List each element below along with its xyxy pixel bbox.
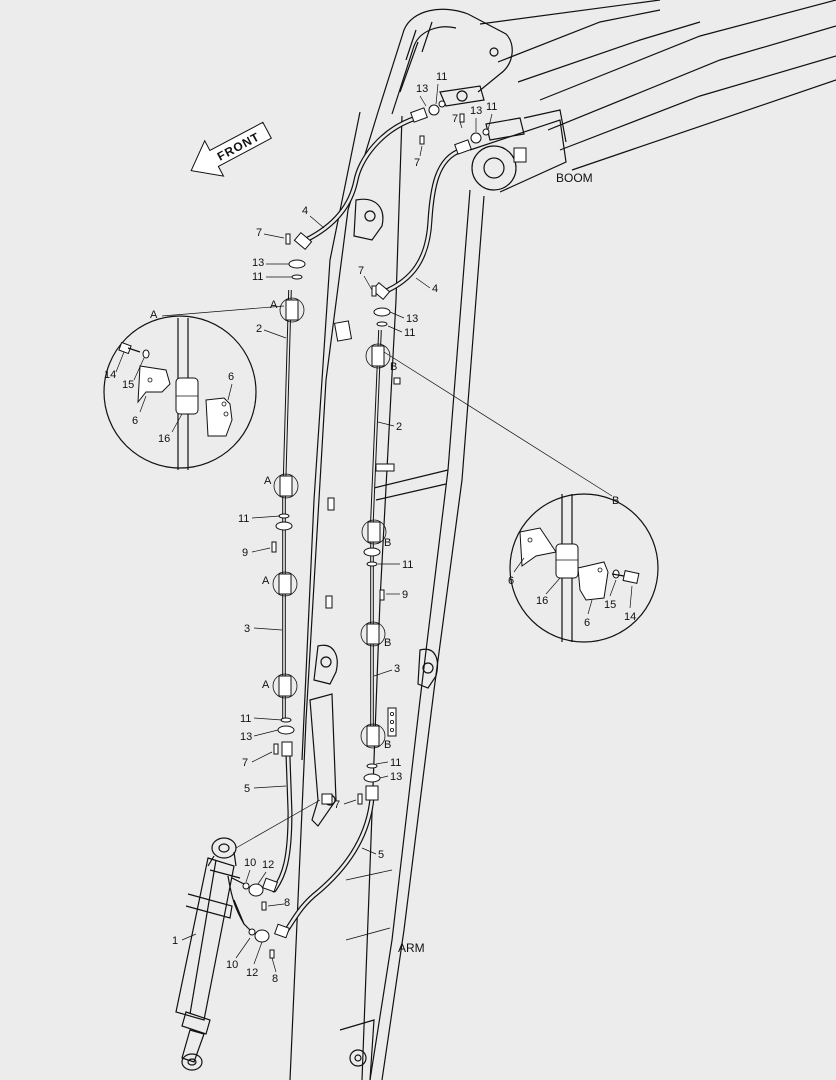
callout-4-right: 4 [432, 283, 438, 295]
callout-1: 1 [172, 935, 178, 947]
callout-13-f: 13 [390, 771, 402, 783]
cylinder-leader [235, 799, 321, 849]
callout-7-f: 7 [334, 799, 340, 811]
callout-a-2: A [264, 475, 272, 487]
detail-a: A 14 15 6 6 16 [103, 305, 285, 470]
callout-7-e: 7 [242, 757, 248, 769]
detail-a-clamp-6-left: 6 [132, 415, 138, 427]
callout-11-h: 11 [390, 757, 401, 769]
callout-13-c: 13 [416, 83, 428, 95]
detail-a-washer-15: 15 [122, 379, 134, 391]
callout-5-left: 5 [244, 783, 250, 795]
callout-9-right: 9 [402, 589, 408, 601]
callout-11-a: 11 [252, 271, 263, 283]
bolts [261, 113, 465, 959]
hoses [271, 115, 465, 937]
arm-label: ARM [398, 941, 425, 955]
callout-11-c: 11 [436, 71, 447, 83]
boom-structure [377, 0, 836, 193]
callout-7-b: 7 [358, 265, 364, 277]
callout-4-left: 4 [302, 205, 308, 217]
arm-structure [289, 111, 485, 1080]
detail-b-letter: B [612, 495, 619, 507]
detail-b-clamp-6-right: 6 [584, 617, 590, 629]
detail-a-clamp-6-right: 6 [228, 371, 234, 383]
callout-8-b: 8 [272, 973, 278, 985]
callout-12-top: 12 [262, 859, 274, 871]
callout-13-a: 13 [252, 257, 264, 269]
callouts: 1 2 2 3 3 4 4 5 5 7 7 7 7 7 [172, 71, 497, 985]
detail-b-cushion-16: 16 [536, 595, 548, 607]
pipe-clamps [272, 297, 391, 749]
callout-b-4: B [384, 739, 391, 751]
callout-b-3: B [384, 637, 391, 649]
callout-11-f: 11 [402, 559, 413, 571]
detail-a-letter: A [150, 309, 158, 321]
detail-a-cushion-16: 16 [158, 433, 170, 445]
callout-5-right: 5 [378, 849, 384, 861]
callout-3-left: 3 [244, 623, 250, 635]
detail-b-bolt-14: 14 [624, 611, 636, 623]
callout-a-1: A [270, 299, 278, 311]
callout-3-right: 3 [394, 663, 400, 675]
callout-7-c: 7 [452, 113, 458, 125]
callout-12-bottom: 12 [246, 967, 258, 979]
callout-13-d: 13 [470, 105, 482, 117]
callout-b-2: B [384, 537, 391, 549]
detail-b: B 6 16 6 15 14 [383, 351, 659, 643]
callout-10-bottom: 10 [226, 959, 238, 971]
callout-2-left: 2 [256, 323, 262, 335]
callout-9-left: 9 [242, 547, 248, 559]
callout-7-a: 7 [256, 227, 262, 239]
callout-a-4: A [262, 679, 270, 691]
callout-13-e: 13 [240, 731, 252, 743]
callout-11-e: 11 [238, 513, 249, 525]
pipes [282, 289, 382, 740]
fittings [231, 100, 490, 943]
detail-b-washer-15: 15 [604, 599, 616, 611]
front-arrow: FRONT [190, 121, 272, 177]
callout-11-d: 11 [486, 101, 497, 113]
callout-a-3: A [262, 575, 270, 587]
callout-11-b: 11 [404, 327, 415, 339]
callout-2-right: 2 [396, 421, 402, 433]
bucket-cylinder [175, 837, 245, 1071]
callout-b-1: B [390, 361, 397, 373]
boom-label: BOOM [556, 171, 593, 185]
detail-b-clamp-6-left: 6 [508, 575, 514, 587]
callout-7-d: 7 [414, 157, 420, 169]
callout-10-top: 10 [244, 857, 256, 869]
callout-13-b: 13 [406, 313, 418, 325]
callout-11-g: 11 [240, 713, 251, 725]
detail-a-bolt-14: 14 [104, 369, 116, 381]
callout-8-a: 8 [284, 897, 290, 909]
